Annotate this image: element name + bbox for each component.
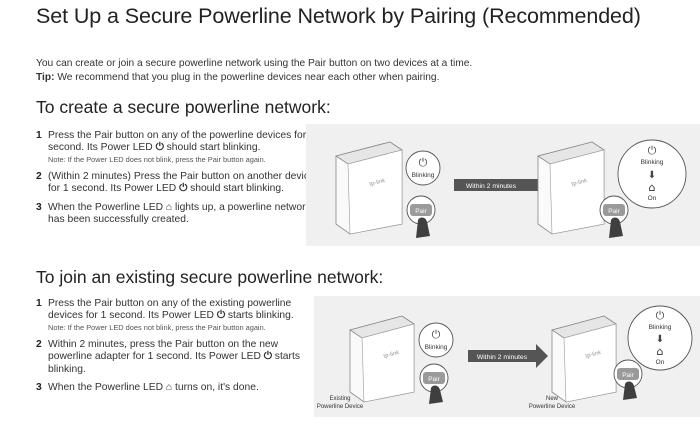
- step-text: Press the Pair button on any of the powe…: [48, 130, 315, 154]
- pair-label: Pair: [622, 372, 634, 379]
- blinking-label: Blinking: [649, 324, 672, 331]
- on-label: On: [648, 195, 657, 202]
- step-number: 2: [36, 338, 42, 350]
- within-2-minutes-arrow: Within 2 minutes: [468, 344, 548, 368]
- brand-label: tp-link: [383, 350, 401, 360]
- step-text: turns on, it's done.: [172, 382, 259, 394]
- powerline-device-right: tp-link: [537, 141, 605, 235]
- power-icon: ⏻: [263, 351, 272, 363]
- create-step-2: 2 (Within 2 minutes) Press the Pair butt…: [36, 171, 316, 196]
- join-step-2: 2 Within 2 minutes, press the Pair butto…: [36, 339, 316, 376]
- step-text: (Within 2 minutes) Press the Pair button…: [48, 170, 315, 195]
- join-illustration: tp-link ⏻ Blinking Pair Existing Powerli…: [317, 305, 693, 410]
- blinking-label: Blinking: [412, 172, 435, 179]
- step-text: lights up, a powerline network has been …: [48, 201, 311, 226]
- step-text: When the Powerline LED: [48, 382, 166, 394]
- brand-label: tp-link: [571, 178, 589, 188]
- create-steps: 1 Press the Pair button on any of the po…: [36, 130, 316, 226]
- caption-existing-device: Powerline Device: [317, 404, 364, 410]
- brand-label: tp-link: [369, 178, 387, 188]
- step-number: 2: [36, 170, 42, 182]
- section-heading-create: To create a secure powerline network:: [36, 97, 331, 117]
- step-number: 1: [36, 130, 42, 141]
- step-text: When the Powerline LED: [48, 201, 166, 213]
- blinking-callout-left: ⏻ Blinking: [418, 322, 454, 358]
- step-text: should start blinking.: [163, 142, 261, 154]
- powerline-device-left: tp-link: [335, 141, 403, 235]
- power-icon: ⏻: [656, 309, 665, 322]
- step-number: 3: [36, 382, 42, 394]
- house-icon: ⌂: [649, 181, 656, 194]
- step-number: 1: [36, 298, 42, 309]
- caption-new: New: [546, 396, 559, 402]
- house-icon: ⌂: [165, 382, 173, 394]
- powerline-device-new: tp-link: [551, 315, 617, 403]
- section-heading-join: To join an existing secure powerline net…: [36, 267, 384, 287]
- step-text: should start blinking.: [187, 183, 284, 195]
- blinking-label: Blinking: [641, 159, 664, 166]
- page-title: Set Up a Secure Powerline Network by Pai…: [36, 4, 641, 28]
- create-step-3: 3 When the Powerline LED ⌂ lights up, a …: [36, 202, 316, 227]
- caption-existing: Existing: [329, 396, 350, 402]
- power-icon: ⏻: [155, 142, 164, 154]
- step-number: 3: [36, 201, 42, 213]
- pair-label: Pair: [608, 208, 620, 215]
- pair-callout-right: Pair: [613, 359, 643, 400]
- arrow-down-icon: ⬇: [648, 170, 656, 181]
- step-text: Press the Pair button on any of the exis…: [48, 298, 292, 322]
- step-text: starts blinking.: [225, 310, 294, 322]
- pair-callout-left: Pair: [419, 363, 449, 404]
- powerline-device-existing: tp-link: [349, 315, 415, 403]
- pair-callout-right: Pair: [599, 195, 629, 238]
- blinking-callout-left: ⏻ Blinking: [405, 150, 441, 186]
- step-note: Note: If the Power LED does not blink, p…: [48, 322, 266, 332]
- within-2-minutes-arrow: Within 2 minutes: [454, 173, 550, 197]
- tip-label: Tip:: [36, 72, 55, 83]
- step-text: Within 2 minutes, press the Pair button …: [48, 338, 279, 363]
- create-step-1: 1 Press the Pair button on any of the po…: [36, 130, 316, 165]
- power-icon: ⏻: [216, 310, 225, 322]
- brand-label: tp-link: [585, 350, 603, 360]
- tip-text: We recommend that you plug in the powerl…: [54, 72, 440, 83]
- house-icon: ⌂: [165, 201, 173, 213]
- pair-label: Pair: [428, 376, 440, 383]
- power-icon: ⏻: [432, 328, 441, 341]
- join-step-1: 1 Press the Pair button on any of the ex…: [36, 298, 316, 333]
- on-label: On: [656, 359, 665, 366]
- create-illustration: tp-link ⏻ Blinking Pair Within 2 minutes…: [335, 139, 687, 238]
- arrow-label: Within 2 minutes: [477, 354, 528, 361]
- house-icon: ⌂: [657, 345, 664, 358]
- intro-text: You can create or join a secure powerlin…: [36, 57, 472, 85]
- join-figure: tp-link ⏻ Blinking Pair Existing Powerli…: [314, 296, 700, 417]
- tip-line: Tip: We recommend that you plug in the p…: [36, 71, 472, 85]
- intro-line: You can create or join a secure powerlin…: [36, 58, 473, 69]
- pair-callout-left: Pair: [406, 195, 436, 238]
- blinking-label: Blinking: [425, 344, 448, 351]
- power-icon: ⏻: [648, 144, 657, 157]
- arrow-label: Within 2 minutes: [466, 183, 517, 190]
- create-figure: tp-link ⏻ Blinking Pair Within 2 minutes…: [306, 124, 700, 246]
- pair-label: Pair: [415, 208, 427, 215]
- step-note: Note: If the Power LED does not blink, p…: [48, 154, 266, 164]
- status-callout-right: ⏻ Blinking ⬇ ⌂ On: [617, 139, 687, 209]
- arrow-down-icon: ⬇: [656, 334, 664, 345]
- status-callout-right: ⏻ Blinking ⬇ ⌂ On: [627, 305, 693, 371]
- caption-new-device: Powerline Device: [529, 404, 576, 410]
- power-icon: ⏻: [419, 156, 428, 169]
- power-icon: ⏻: [179, 183, 188, 195]
- join-steps: 1 Press the Pair button on any of the ex…: [36, 298, 316, 394]
- join-step-3: 3 When the Powerline LED ⌂ turns on, it'…: [36, 382, 316, 394]
- step-text: starts blinking.: [48, 351, 300, 375]
